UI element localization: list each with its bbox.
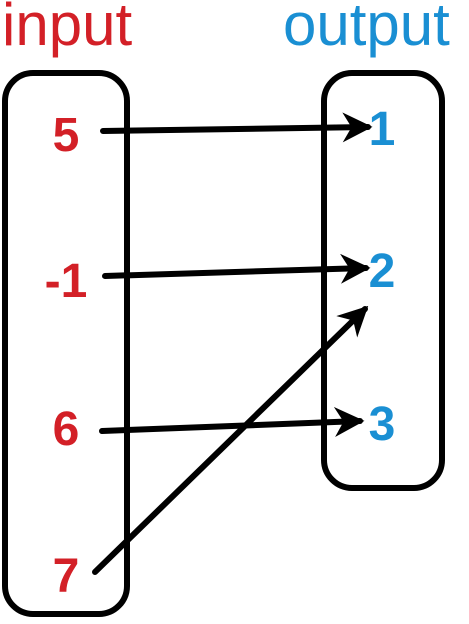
output-oval <box>321 70 445 491</box>
arrow-7-to-2 <box>92 305 369 575</box>
output-value-3: 3 <box>369 398 396 451</box>
arrow-neg1-to-2 <box>102 253 371 284</box>
input-oval <box>2 70 130 617</box>
input-value-5: 5 <box>53 109 80 162</box>
arrow-5-to-1 <box>100 112 373 143</box>
input-title: input <box>2 0 133 58</box>
input-value-neg1: -1 <box>45 255 88 308</box>
input-value-6: 6 <box>53 403 80 456</box>
input-value-7: 7 <box>53 550 80 603</box>
arrow-6-to-3 <box>99 406 365 437</box>
output-value-1: 1 <box>369 103 396 156</box>
output-value-2: 2 <box>369 245 396 298</box>
mapping-arrows <box>92 112 373 575</box>
output-title: output <box>283 0 450 58</box>
